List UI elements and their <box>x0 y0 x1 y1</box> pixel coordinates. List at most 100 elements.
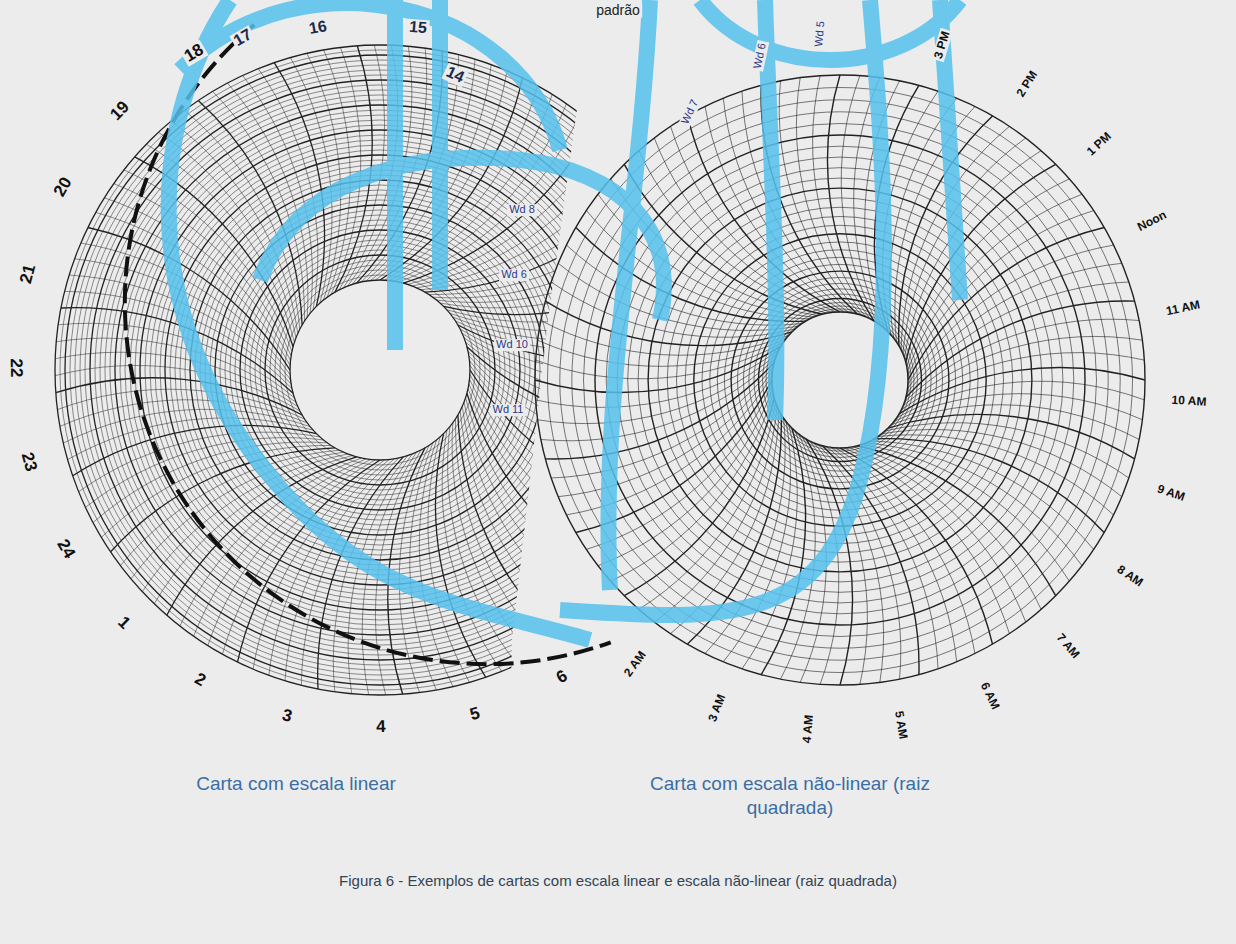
time-arc <box>274 63 324 307</box>
time-arc <box>654 138 831 313</box>
time-arc <box>567 245 803 325</box>
time-label: 11 AM <box>1163 298 1203 318</box>
scale-circle <box>572 112 1108 648</box>
time-arc <box>436 434 486 678</box>
time-label: 9 AM <box>1154 482 1189 504</box>
scale-circle <box>270 260 490 480</box>
scale-circle <box>685 225 994 534</box>
time-arc <box>654 406 777 622</box>
time-arc <box>904 319 1139 402</box>
time-arc <box>55 365 300 410</box>
scale-circle <box>255 245 505 495</box>
scale-circle <box>245 235 515 505</box>
scale-circle <box>60 50 700 690</box>
time-arc <box>468 351 695 448</box>
scale-circle <box>560 100 1120 660</box>
pen-trace <box>180 3 560 150</box>
day-label: Wd 6 <box>499 269 529 281</box>
scale-circle <box>763 303 918 458</box>
time-arc <box>781 431 816 679</box>
time-label: 1 PM <box>1082 129 1114 160</box>
scale-circle <box>710 250 970 510</box>
scale-circle <box>110 100 650 640</box>
hour-number: 1 <box>113 612 135 634</box>
scale-circle <box>280 270 480 470</box>
time-arc <box>324 50 351 297</box>
scale-circle <box>595 135 1085 625</box>
time-arc <box>827 447 938 669</box>
scale-circle <box>290 280 470 460</box>
hour-number: 23 <box>18 448 41 475</box>
pen-trace <box>608 0 650 590</box>
time-arc <box>723 98 849 312</box>
hour-number: 22 <box>7 357 25 380</box>
time-arc <box>290 58 332 304</box>
time-arc <box>56 338 296 402</box>
time-arc <box>541 358 776 441</box>
pen-trace <box>169 0 590 640</box>
time-arc <box>462 407 589 619</box>
time-arc <box>907 263 1121 389</box>
time-arc <box>243 75 313 313</box>
scale-circle <box>260 250 500 490</box>
scale-circle <box>115 105 645 635</box>
header-fragment: padrão <box>594 3 642 18</box>
time-arc <box>198 101 302 325</box>
scale-circle <box>170 160 590 580</box>
time-arc <box>891 405 1139 440</box>
figure-caption: Figura 6 - Exemplos de cartas com escala… <box>168 872 1068 891</box>
time-arc <box>904 151 1041 358</box>
time-arc <box>908 211 1094 376</box>
time-arc <box>742 425 797 669</box>
scale-circle <box>55 45 705 695</box>
time-arc <box>908 228 1104 381</box>
time-label: 7 AM <box>1053 629 1084 662</box>
time-arc <box>874 439 1104 533</box>
hour-number: 3 <box>279 705 297 726</box>
chart-subtitle: Carta com escala linear <box>146 772 446 796</box>
scale-circle <box>205 195 555 545</box>
time-arc <box>866 443 1082 566</box>
time-arc <box>171 121 298 333</box>
time-arc <box>68 418 314 460</box>
time-arc <box>425 188 649 292</box>
time-arc <box>813 76 871 319</box>
time-arc <box>779 81 862 316</box>
blue-pen-traces <box>169 0 960 640</box>
time-arc <box>545 362 774 459</box>
scale-circle <box>200 190 560 550</box>
day-label: Wd 10 <box>494 339 530 351</box>
time-arc <box>63 409 310 443</box>
time-arc <box>862 444 1069 581</box>
time-arc <box>536 342 784 379</box>
pen-trace <box>700 0 960 60</box>
time-arc <box>470 379 656 542</box>
hour-number: 4 <box>374 718 388 736</box>
time-arc <box>906 301 1135 398</box>
time-arc <box>858 446 1056 596</box>
hour-number: 16 <box>306 18 330 38</box>
scale-circle <box>175 165 585 575</box>
time-label: 6 AM <box>977 679 1002 714</box>
scale-circle <box>285 275 475 465</box>
time-arc <box>444 264 688 314</box>
hour-number: 2 <box>189 669 210 691</box>
scale-circle <box>210 200 550 540</box>
time-label: 10 AM <box>1169 394 1209 409</box>
time-arc <box>849 447 1026 622</box>
time-arc <box>567 376 773 515</box>
chart-subtitle: Carta com escala não-linear (raiz quadra… <box>650 772 930 820</box>
scale-circle <box>190 180 570 560</box>
day-label: Wd 11 <box>491 404 526 416</box>
time-arc <box>448 427 518 665</box>
time-arc <box>389 94 552 280</box>
time-arc <box>551 367 773 478</box>
time-label: 3 AM <box>705 690 728 725</box>
scale-circle <box>235 225 525 515</box>
time-arc <box>639 402 776 609</box>
time-arc <box>466 398 614 596</box>
scale-circle <box>160 150 600 590</box>
time-arc <box>907 179 1070 367</box>
pen-trace <box>765 0 776 420</box>
